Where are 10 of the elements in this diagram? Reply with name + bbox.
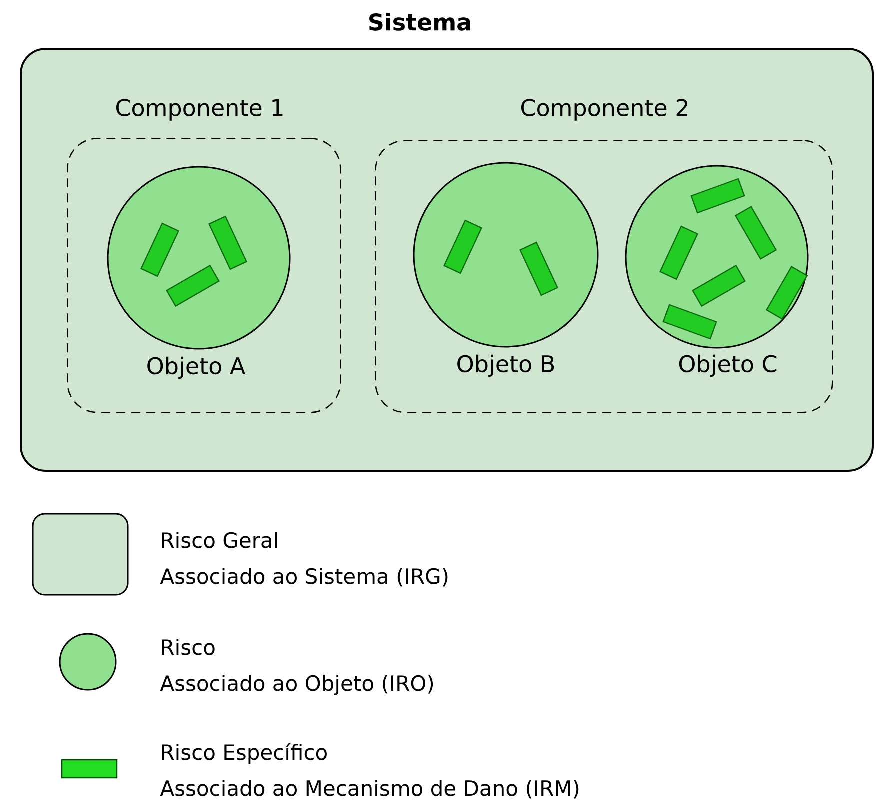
node-label: Componente 1 xyxy=(116,99,283,121)
legend-text: Risco Específico Associado ao Mecanismo de Dano (IRM) xyxy=(160,743,579,799)
legend-text: Risco Associado ao Objeto (IRO) xyxy=(160,639,434,696)
object-circle xyxy=(413,162,599,348)
legend-text: Risco Geral Associado ao Sistema (IRG) xyxy=(160,532,448,587)
node-label: Sistema xyxy=(370,13,470,31)
object-label: Objeto B xyxy=(458,354,554,378)
node-label: Componente 2 xyxy=(521,99,688,121)
object-label: Objeto A xyxy=(148,356,246,380)
object-label: Objeto C xyxy=(679,354,777,378)
